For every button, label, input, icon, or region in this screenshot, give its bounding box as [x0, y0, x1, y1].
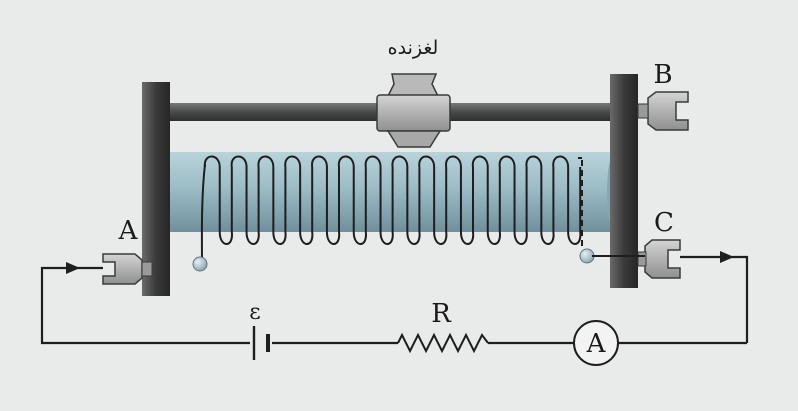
- terminal-a-clamp[interactable]: [102, 253, 153, 285]
- terminal-c-clamp[interactable]: [637, 239, 681, 279]
- coil-end-right: [579, 248, 595, 264]
- battery-icon: [252, 326, 270, 360]
- current-arrow-out-icon: [720, 251, 734, 263]
- left-frame-post: [142, 82, 170, 296]
- slider-contact-icon[interactable]: [376, 73, 451, 148]
- resistor-icon: [397, 332, 489, 354]
- rheostat-core: [170, 152, 623, 232]
- coil-turns: [203, 155, 582, 245]
- terminal-a-label: A: [118, 216, 139, 246]
- terminal-b-clamp[interactable]: [637, 91, 689, 131]
- coil-end-left: [192, 256, 208, 272]
- resistance-coil: [203, 155, 582, 245]
- terminal-c-label: C: [654, 208, 674, 238]
- resistor-label: R: [431, 299, 452, 329]
- coil-leads: [200, 157, 583, 263]
- right-frame-post: [610, 74, 638, 288]
- ammeter-label: A: [586, 329, 607, 359]
- ammeter-icon: [573, 320, 619, 366]
- emf-label: ε: [249, 300, 260, 325]
- current-arrow-in-icon: [66, 262, 80, 274]
- terminal-b-label: B: [653, 60, 672, 90]
- slider-label: لغزنده: [388, 37, 439, 59]
